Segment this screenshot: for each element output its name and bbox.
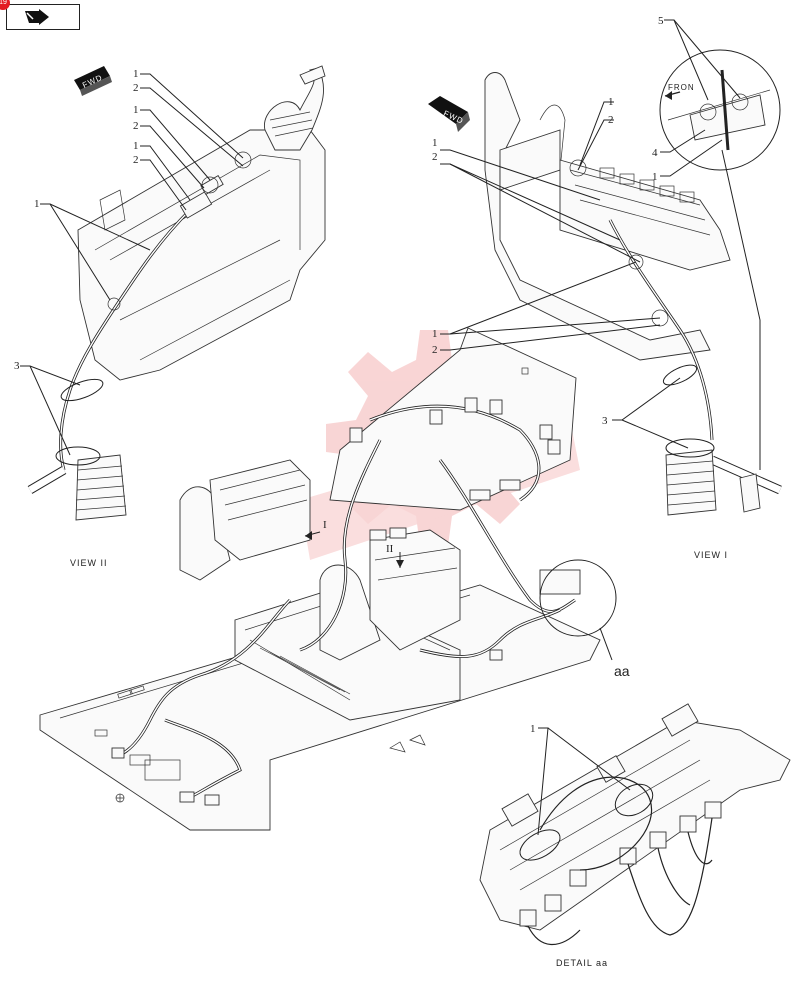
callout-left-1: 1 bbox=[34, 198, 40, 210]
callout-right-2b: 2 bbox=[432, 151, 438, 163]
fwd-arrow-right-icon bbox=[428, 96, 470, 132]
fwd-arrow-left-icon bbox=[74, 66, 112, 96]
page-badge: 19 bbox=[0, 0, 10, 10]
callout-left-3: 3 bbox=[14, 360, 20, 372]
callout-left-2b: 2 bbox=[133, 120, 139, 132]
label-fron: FRON bbox=[668, 83, 695, 92]
callout-right-3: 3 bbox=[602, 415, 608, 427]
bellows-left bbox=[75, 454, 127, 521]
callout-left-2a: 2 bbox=[133, 82, 139, 94]
callout-left-1c: 1 bbox=[133, 140, 139, 152]
label-view-ii: VIEW II bbox=[70, 558, 108, 568]
marker-view-ii: II bbox=[386, 543, 394, 555]
callout-left-1b: 1 bbox=[133, 104, 139, 116]
view-i-assembly: FWD bbox=[428, 19, 782, 516]
detail-aa-assembly bbox=[479, 703, 791, 946]
callout-right-5: 5 bbox=[658, 15, 664, 27]
bellows-right bbox=[665, 449, 717, 516]
marker-aa: aa bbox=[614, 663, 630, 679]
callout-left-1a: 1 bbox=[133, 68, 139, 80]
callout-detail-1: 1 bbox=[530, 723, 536, 735]
view-ii-assembly: FWD bbox=[20, 65, 326, 521]
callout-left-2c: 2 bbox=[133, 154, 139, 166]
marker-view-i: I bbox=[323, 519, 327, 531]
callout-center-2: 2 bbox=[432, 344, 438, 356]
callout-right-1c: 1 bbox=[652, 171, 658, 183]
back-button[interactable] bbox=[6, 4, 80, 30]
callout-right-4: 4 bbox=[652, 147, 658, 159]
callout-center-1: 1 bbox=[432, 328, 438, 340]
label-detail-aa: DETAIL aa bbox=[556, 958, 608, 968]
arrow-back-icon bbox=[25, 9, 49, 25]
callout-right-2a: 2 bbox=[608, 114, 614, 126]
callout-right-1b: 1 bbox=[432, 137, 438, 149]
inset-detail bbox=[659, 49, 781, 171]
callout-right-1a: 1 bbox=[608, 96, 614, 108]
center-assembly bbox=[39, 261, 661, 831]
label-view-i: VIEW I bbox=[694, 550, 728, 560]
